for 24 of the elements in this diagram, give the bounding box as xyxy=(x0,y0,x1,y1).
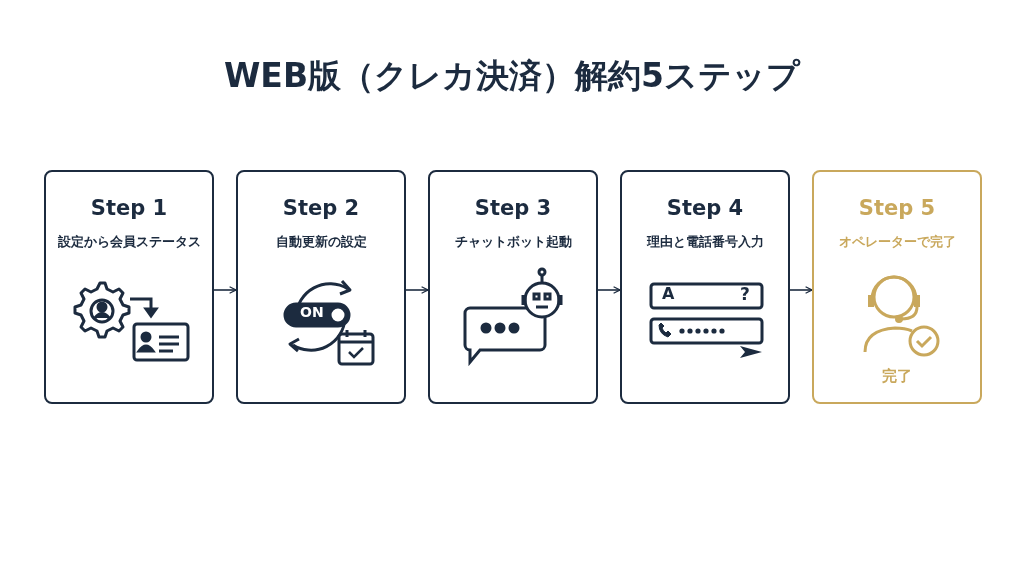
step-heading: Step 5 xyxy=(857,196,937,220)
arrow xyxy=(597,286,621,294)
step-card xyxy=(428,170,598,404)
field-glyph: A xyxy=(662,284,675,303)
step-description: チャットボット起動 xyxy=(453,234,573,251)
step-card xyxy=(44,170,214,404)
step-description: 自動更新の設定 xyxy=(274,234,368,251)
toggle-label: ON xyxy=(300,304,324,320)
step-description: 理由と電話番号入力 xyxy=(645,234,765,251)
step-heading: Step 2 xyxy=(281,196,361,220)
status-text: 完了 xyxy=(881,367,913,386)
arrow xyxy=(213,286,237,294)
field-glyph: ? xyxy=(740,284,750,304)
step-card xyxy=(812,170,982,404)
step-heading: Step 1 xyxy=(89,196,169,220)
step-card xyxy=(236,170,406,404)
step-description: オペレーターで完了 xyxy=(837,234,957,251)
step-description: 設定から会員ステータス xyxy=(56,234,202,251)
step-heading: Step 3 xyxy=(473,196,553,220)
step-card xyxy=(620,170,790,404)
arrow xyxy=(405,286,429,294)
title: WEB版（クレカ決済）解約5ステップ xyxy=(222,55,802,97)
step-heading: Step 4 xyxy=(665,196,745,220)
arrow xyxy=(789,286,813,294)
